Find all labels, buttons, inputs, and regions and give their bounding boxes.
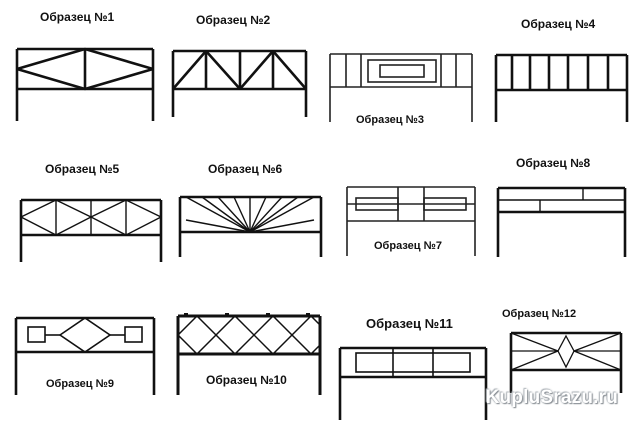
sample-1-label: Образец №1 xyxy=(40,10,115,24)
sample-8-label: Образец №8 xyxy=(516,156,591,170)
sample-10-label: Образец №10 xyxy=(206,373,287,387)
sample-4-label: Образец №4 xyxy=(521,17,596,31)
sample-6-label: Образец №6 xyxy=(208,162,283,176)
sample-12-label: Образец №12 xyxy=(502,308,577,320)
sample-3-label: Образец №3 xyxy=(356,114,424,126)
sample-5-label: Образец №5 xyxy=(45,162,120,176)
sample-11-label: Образец №11 xyxy=(366,316,453,331)
sample-9-label: Образец №9 xyxy=(46,378,114,390)
sample-2-label: Образец №2 xyxy=(196,13,271,27)
watermark: KupluSrazu.ru xyxy=(485,387,618,408)
sample-7-label: Образец №7 xyxy=(374,240,442,252)
